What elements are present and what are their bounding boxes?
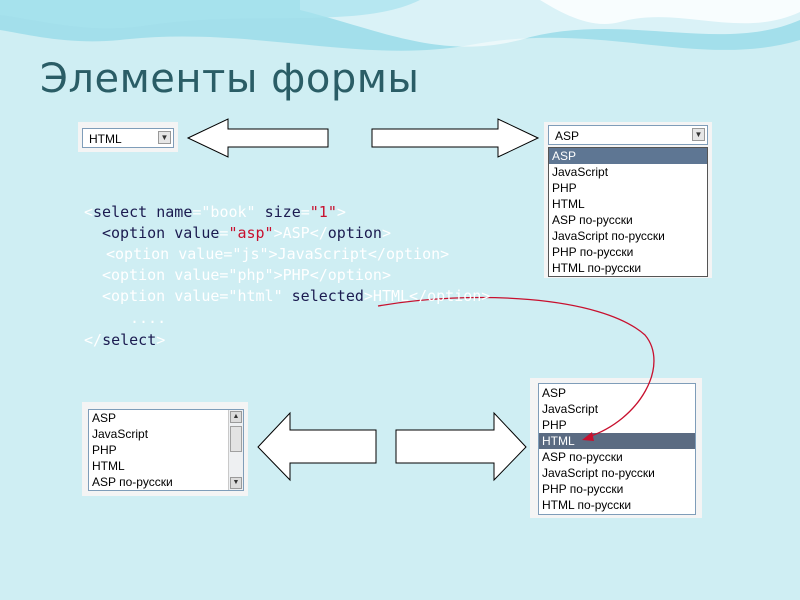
listbox-left-scrollbar[interactable]: ▲ ▼ <box>228 410 243 490</box>
arrow-left-icon <box>257 411 377 482</box>
scroll-down-icon[interactable]: ▼ <box>230 477 242 489</box>
list-item[interactable]: JavaScript по-русски <box>542 466 655 480</box>
list-item[interactable]: ASP <box>549 148 707 164</box>
chevron-down-icon[interactable]: ▼ <box>692 128 705 141</box>
chevron-down-icon[interactable]: ▼ <box>158 131 171 144</box>
scroll-up-icon[interactable]: ▲ <box>230 411 242 423</box>
arrow-right-icon <box>371 118 540 158</box>
code-block: <select name="book" size="1"> <option va… <box>84 202 564 352</box>
list-item[interactable]: ASP по-русски <box>552 213 633 227</box>
header-wave-decoration <box>0 0 800 51</box>
code-line-5: <option value="html" selected>HTML</opti… <box>102 287 491 305</box>
list-item[interactable]: HTML <box>92 459 125 473</box>
code-line-7: </select> <box>84 331 166 349</box>
list-item[interactable]: HTML по-русски <box>542 498 632 512</box>
code-line-2: <option value="asp">ASP</option> <box>102 224 391 242</box>
list-item[interactable]: HTML <box>539 433 695 449</box>
list-item[interactable]: HTML <box>552 197 585 211</box>
code-line-4: <option value="php">PHP</option> <box>102 266 391 284</box>
dropdown-select-left[interactable]: HTML ▼ <box>82 128 174 148</box>
code-line-6: .... <box>130 309 167 327</box>
list-item[interactable]: PHP по-русски <box>542 482 624 496</box>
list-item[interactable]: JavaScript <box>92 427 149 441</box>
arrowhead-icon <box>582 432 594 441</box>
list-item[interactable]: ASP по-русски <box>92 475 173 489</box>
list-item[interactable]: ASP <box>92 411 117 425</box>
list-item[interactable]: PHP <box>92 443 117 457</box>
scroll-thumb[interactable] <box>230 426 242 452</box>
list-item[interactable]: JavaScript <box>542 402 599 416</box>
connector-line <box>377 296 655 438</box>
list-item[interactable]: JavaScript по-русски <box>552 229 665 243</box>
code-line-1: <select name="book" size="1"> <box>84 203 346 221</box>
arrow-left-icon <box>186 118 329 158</box>
list-item[interactable]: PHP <box>542 418 567 432</box>
list-item[interactable]: ASP <box>542 386 567 400</box>
list-item[interactable]: JavaScript <box>552 165 609 179</box>
listbox-right[interactable]: ASP JavaScript PHP HTML ASP по-русски Ja… <box>538 383 696 515</box>
slide-title: Элементы формы <box>40 56 420 102</box>
code-line-3: <option value="js">JavaScript</option> <box>106 245 450 263</box>
list-item[interactable]: PHP по-русски <box>552 245 634 259</box>
dropdown-left-value: HTML <box>89 132 122 146</box>
arrow-right-icon <box>395 411 527 482</box>
list-item[interactable]: HTML по-русски <box>552 261 642 275</box>
list-item[interactable]: ASP по-русски <box>542 450 623 464</box>
dropdown-select-right[interactable]: ASP ▼ <box>548 125 708 145</box>
listbox-left[interactable]: ASP JavaScript PHP HTML ASP по-русски ▲ … <box>88 409 244 491</box>
dropdown-right-value: ASP <box>555 129 580 143</box>
dropdown-right-open-list[interactable]: ASP JavaScript PHP HTML ASP по-русски Ja… <box>548 147 708 277</box>
list-item[interactable]: PHP <box>552 181 577 195</box>
